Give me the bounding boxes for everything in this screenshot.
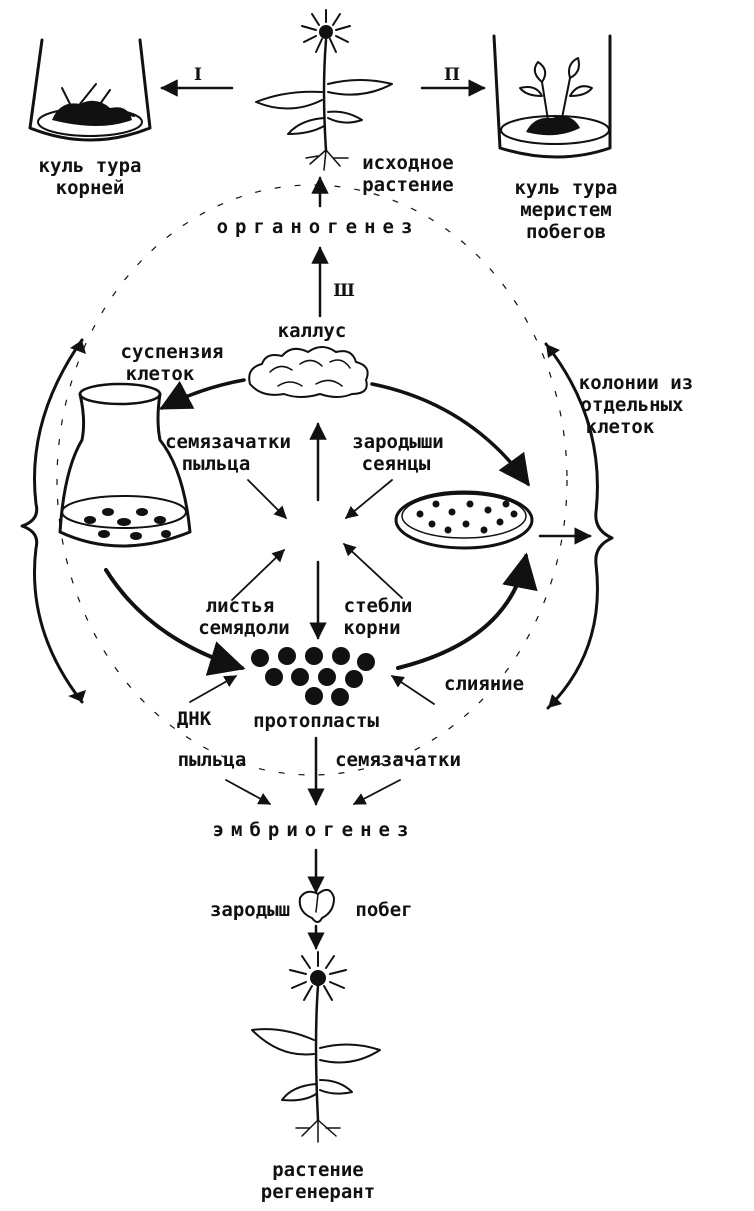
meristem-culture-label: куль тура меристем побегов	[515, 177, 618, 243]
cell-suspension-label: суспензия клеток	[121, 341, 224, 385]
svg-text:регенерант: регенерант	[261, 1181, 375, 1203]
ovules-pollen-label: семязачатки пыльца	[165, 431, 291, 475]
cell-suspension-flask-icon	[60, 384, 190, 546]
roman-numeral-i: I	[194, 65, 202, 85]
embryos-seedlings-label: зародыши сеянцы	[352, 431, 444, 475]
svg-text:корни: корни	[343, 617, 400, 639]
embryo-label: зародыш	[210, 899, 290, 921]
leaves-cotyledons-label: листья семядоли	[198, 595, 290, 639]
meristem-culture-vessel-icon	[494, 36, 610, 157]
svg-text:растение: растение	[272, 1159, 364, 1181]
regenerant-plant-label: растение регенерант	[261, 1159, 375, 1203]
svg-text:растение: растение	[362, 174, 454, 196]
svg-text:исходное: исходное	[362, 152, 454, 174]
arrow-leaves-cotyledons	[232, 550, 284, 600]
shoot-label: побег	[355, 899, 412, 921]
dna-label: ДНК	[177, 708, 212, 730]
stems-roots-label: стебли корни	[343, 595, 412, 639]
svg-text:суспензия: суспензия	[121, 341, 224, 363]
svg-text:семязачатки: семязачатки	[165, 431, 291, 453]
svg-text:куль тура: куль тура	[515, 177, 618, 199]
svg-text:сеянцы: сеянцы	[362, 453, 431, 475]
svg-text:отдельных: отдельных	[581, 394, 684, 416]
callus-icon	[249, 347, 367, 397]
cell-colonies-petri-dish-icon	[396, 492, 532, 548]
callus-label: каллус	[278, 320, 347, 342]
fusion-label: слияние	[444, 673, 524, 695]
regenerant-plant-icon	[252, 952, 380, 1142]
arrow-dna	[190, 676, 236, 702]
arrow-pollen	[226, 780, 270, 804]
organogenesis-label: органогенез	[217, 216, 420, 238]
root-culture-label: куль тура корней	[39, 155, 142, 199]
svg-text:колонии из: колонии из	[579, 372, 693, 394]
svg-text:клеток: клеток	[586, 416, 655, 438]
single-cell-colonies-label: колонии из отдельных клеток	[579, 372, 693, 438]
source-plant-label: исходное растение	[362, 152, 454, 196]
svg-text:корней: корней	[56, 177, 125, 199]
svg-text:семядоли: семядоли	[198, 617, 290, 639]
svg-text:зародыши: зародыши	[352, 431, 444, 453]
svg-text:пыльца: пыльца	[182, 453, 251, 475]
arrow-protoplasts-to-colonies	[398, 556, 526, 668]
root-culture-vessel-icon	[30, 40, 150, 140]
arrow-stems-roots	[344, 544, 402, 598]
embryo-icon	[300, 890, 334, 922]
ovules-label: семязачатки	[335, 749, 461, 771]
arrow-fusion	[392, 676, 434, 704]
svg-text:куль тура: куль тура	[39, 155, 142, 177]
right-bracket-head-top	[546, 344, 560, 358]
arrow-embryos-seedlings	[346, 480, 392, 518]
svg-text:меристем: меристем	[520, 199, 612, 221]
roman-numeral-ii: П	[444, 65, 460, 85]
protoplasts-icon	[251, 647, 375, 706]
svg-text:побегов: побегов	[526, 221, 606, 243]
pollen-label: пыльца	[178, 749, 247, 771]
protoplasts-label: протопласты	[253, 710, 379, 732]
arrow-ovules	[354, 780, 400, 804]
embryogenesis-label: эмбриогенез	[213, 819, 416, 841]
arrow-ovules-pollen	[248, 480, 286, 518]
svg-text:листья: листья	[206, 595, 275, 617]
source-plant-icon	[256, 10, 392, 170]
svg-text:клеток: клеток	[126, 363, 195, 385]
left-bracket-head-bottom	[68, 690, 86, 702]
roman-numeral-iii: Ш	[333, 281, 355, 301]
